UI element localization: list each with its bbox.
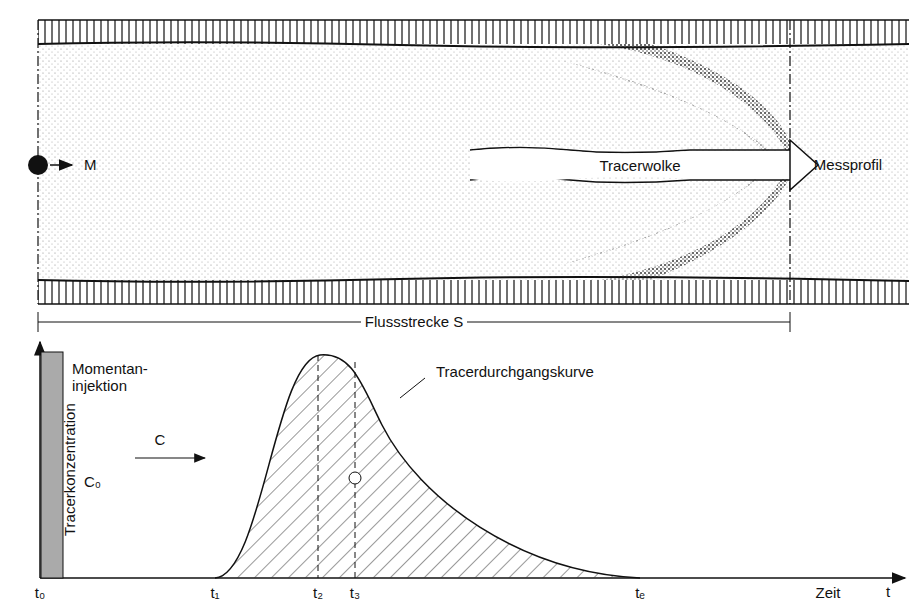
label: C: [155, 431, 166, 448]
label: t₃: [350, 584, 360, 601]
label: tₑ: [635, 584, 645, 601]
label: C₀: [84, 473, 101, 490]
node-text: Tracerwolke: [599, 157, 680, 174]
label: Zeit: [815, 584, 840, 601]
arrow-label: Tracerwolke: [565, 152, 715, 178]
label: M: [84, 156, 97, 173]
label: Tracerkonzentration: [61, 404, 78, 537]
label: Messprofil: [814, 156, 882, 173]
label: Tracerdurchgangskurve: [432, 363, 598, 380]
label: t₁: [210, 584, 219, 601]
label: Momentan- injektion: [72, 360, 152, 395]
label: Flussstrecke S: [361, 313, 467, 330]
label: t: [886, 583, 890, 600]
label: t₀: [35, 584, 45, 601]
label: t₂: [313, 584, 323, 601]
